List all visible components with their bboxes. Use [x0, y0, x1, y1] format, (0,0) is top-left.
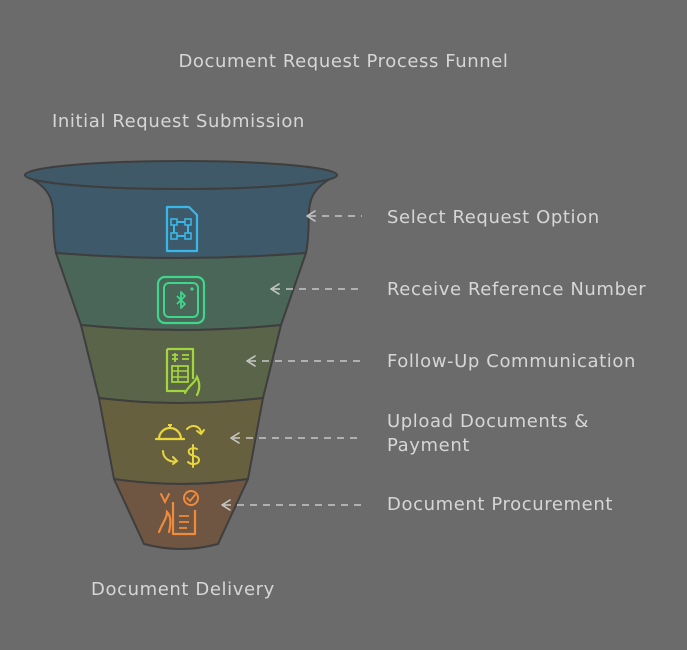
connector-arrow-receive-reference-number [270, 283, 362, 295]
connector-arrow-select-request-option [306, 210, 362, 222]
stage-label-document-procurement: Document Procurement [387, 494, 613, 515]
stage-label-select-request-option: Select Request Option [387, 207, 600, 228]
connector-arrow-follow-up-communication [246, 355, 362, 367]
diagram-title: Document Request Process Funnel [178, 51, 509, 72]
service-payment-icon [154, 424, 205, 468]
funnel-bottom-label: Document Delivery [91, 579, 275, 600]
stage-label-upload-documents-payment: Upload Documents & Payment [387, 411, 589, 456]
connector-arrow-upload-documents-payment [230, 432, 362, 444]
stage-label-receive-reference-number: Receive Reference Number [387, 279, 647, 300]
connector-arrow-document-procurement [221, 499, 362, 511]
checklist-hand-icon [157, 490, 199, 536]
funnel-top-label: Initial Request Submission [52, 111, 305, 132]
stage-label-follow-up-communication: Follow-Up Communication [387, 351, 636, 372]
sim-card-icon [165, 205, 199, 253]
bluetooth-device-icon [156, 275, 206, 325]
funnel-rim [24, 160, 338, 190]
receipt-hand-icon [165, 347, 201, 397]
funnel-segment-upload-documents-payment [98, 397, 264, 485]
funnel-segment-document-procurement [113, 478, 249, 550]
